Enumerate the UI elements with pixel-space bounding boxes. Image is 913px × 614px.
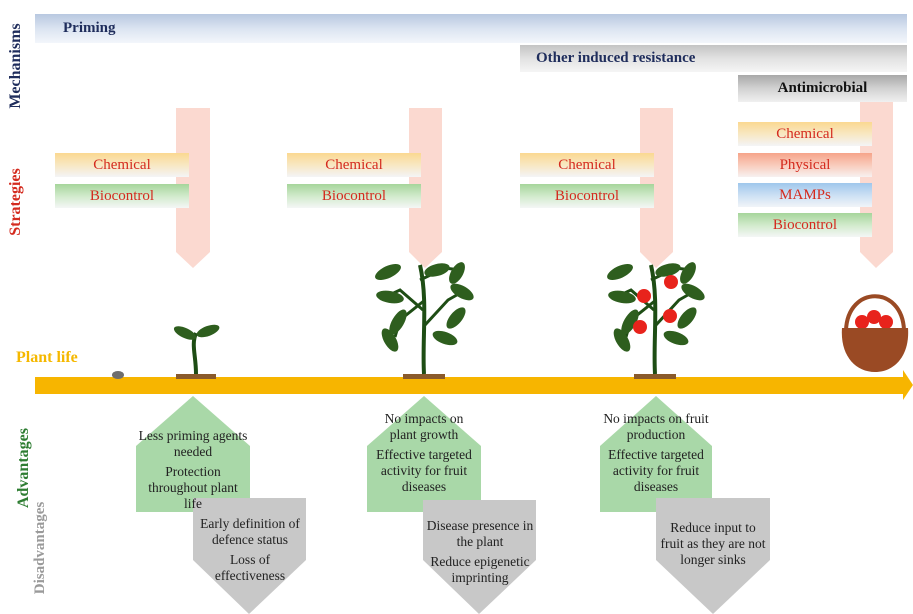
stage3-advantages: No impacts on fruit production Effective… <box>603 411 709 499</box>
stage4-strategy-biocontrol: Biocontrol <box>738 213 872 237</box>
timeline-arrowhead <box>903 370 913 400</box>
fruit-icon <box>663 309 677 323</box>
disadvantage-text: Reduce epigenetic imprinting <box>430 554 530 585</box>
advantage-box-3 <box>600 396 712 512</box>
other-induced-resistance-label: Other induced resistance <box>536 50 696 66</box>
stage2-disadvantages: Disease presence in the plant Reduce epi… <box>426 518 534 590</box>
fruit-icon <box>637 289 651 303</box>
seed-icon <box>112 371 124 379</box>
stage4-strategy-mamps: MAMPs <box>738 183 872 207</box>
advantage-text: No impacts on plant growth <box>384 411 464 442</box>
fruit-basket-icon <box>841 294 909 372</box>
stage2-strategy-biocontrol: Biocontrol <box>287 184 421 208</box>
disadvantage-box-1 <box>193 498 306 614</box>
advantage-text: Effective targeted activity for fruit di… <box>376 447 472 494</box>
strategy-arrow-2 <box>409 108 442 268</box>
disadvantage-text: Reduce input to fruit as they are not lo… <box>660 520 766 567</box>
seedling-icon <box>173 324 220 379</box>
priming-label: Priming <box>63 20 116 36</box>
advantage-box-2 <box>367 396 481 512</box>
disadvantage-text: Disease presence in the plant <box>426 518 534 549</box>
fruit-icon <box>633 320 647 334</box>
stage4-strategy-physical: Physical <box>738 153 872 177</box>
stage3-strategy-biocontrol: Biocontrol <box>520 184 654 208</box>
stage2-advantages: No impacts on plant growth Effective tar… <box>370 411 478 499</box>
strategy-arrow-3 <box>640 108 673 268</box>
other-induced-resistance-bar: Other induced resistance <box>520 45 907 72</box>
advantage-text: Effective targeted activity for fruit di… <box>608 447 704 494</box>
strategy-arrow-1 <box>176 108 210 268</box>
stage1-disadvantages: Early definition of defence status Loss … <box>196 516 304 588</box>
stage3-strategy-chemical: Chemical <box>520 153 654 177</box>
antimicrobial-bar: Antimicrobial <box>738 75 907 102</box>
stage3-disadvantages: Reduce input to fruit as they are not lo… <box>659 520 767 572</box>
plant-life-label: Plant life <box>16 349 78 366</box>
disadvantage-box-2 <box>423 500 536 614</box>
disadvantage-text: Loss of effectiveness <box>214 552 286 583</box>
stage4-strategy-chemical: Chemical <box>738 122 872 146</box>
fruit-icon <box>664 275 678 289</box>
stage1-strategy-biocontrol: Biocontrol <box>55 184 189 208</box>
timeline-bar <box>35 377 903 394</box>
disadvantage-box-3 <box>656 498 770 614</box>
antimicrobial-label: Antimicrobial <box>777 80 868 96</box>
advantage-text: No impacts on fruit production <box>603 411 709 442</box>
priming-bar: Priming <box>35 14 907 43</box>
advantage-text: Less priming agents needed <box>138 428 248 459</box>
stage1-advantages: Less priming agents needed Protection th… <box>138 428 248 516</box>
advantage-text: Protection throughout plant life <box>148 464 238 511</box>
advantage-box-1 <box>136 396 250 512</box>
fruiting-plant-icon <box>607 262 705 379</box>
disadvantage-text: Early definition of defence status <box>200 516 300 547</box>
stage2-strategy-chemical: Chemical <box>287 153 421 177</box>
stage1-strategy-chemical: Chemical <box>55 153 189 177</box>
young-plant-icon <box>375 262 474 379</box>
